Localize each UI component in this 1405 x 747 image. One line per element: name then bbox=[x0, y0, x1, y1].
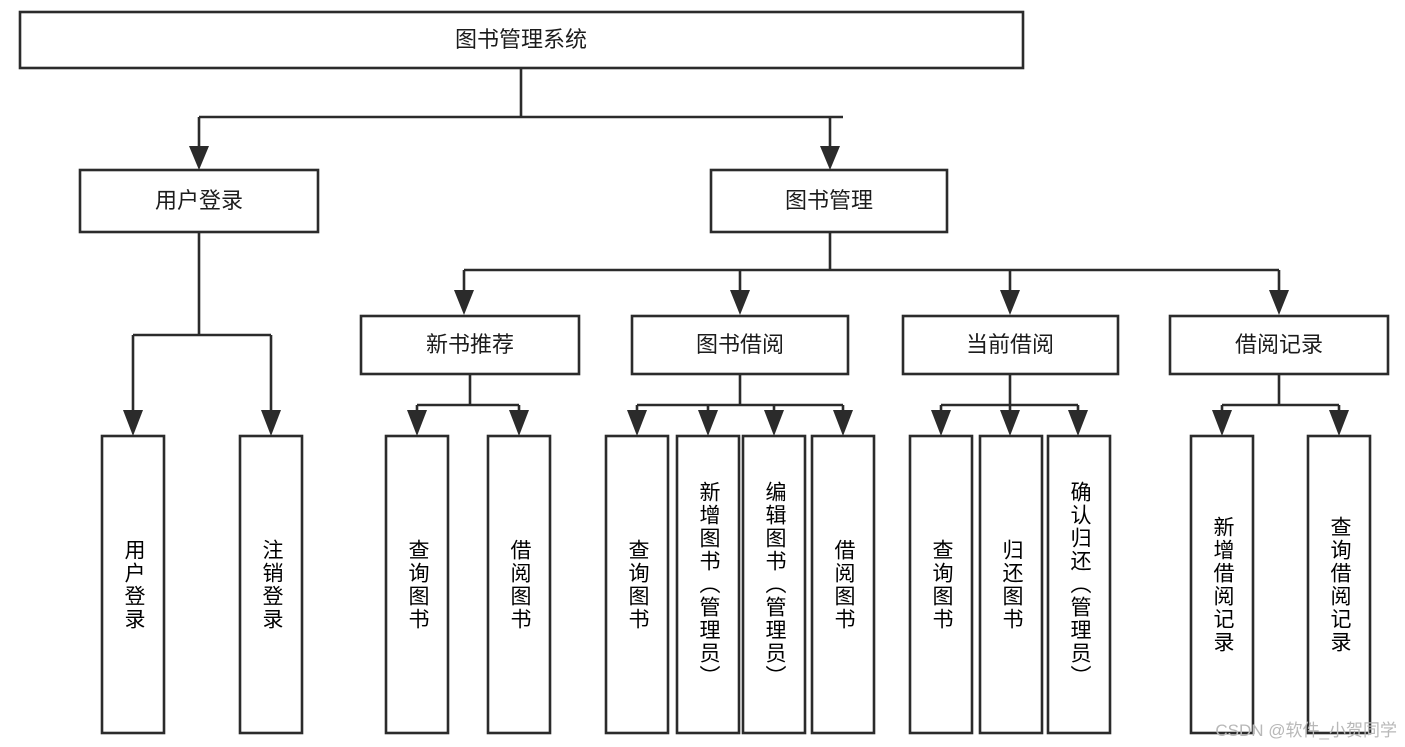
connector-current-borrow-to-leaves bbox=[931, 375, 1088, 436]
node-leaf-query-book-2-label: 查询图书 bbox=[626, 538, 649, 631]
node-leaf-logout-login[interactable]: 注销登录 bbox=[238, 434, 304, 735]
connector-book-borrow-to-leaves bbox=[627, 375, 853, 436]
arrow-head-icon bbox=[1329, 410, 1349, 436]
node-book-borrow-label: 图书借阅 bbox=[696, 332, 784, 357]
node-user-login-label: 用户登录 bbox=[155, 188, 243, 213]
node-leaf-add-record-label: 新增借阅记录 bbox=[1211, 515, 1234, 654]
node-leaf-borrow-book-2-label: 借阅图书 bbox=[832, 538, 855, 631]
arrow-head-icon bbox=[627, 410, 647, 436]
connector-new-book-recommend-to-leaves bbox=[407, 375, 529, 436]
node-leaf-add-record[interactable]: 新增借阅记录 bbox=[1189, 434, 1255, 735]
node-root[interactable]: 图书管理系统 bbox=[18, 10, 1025, 70]
node-book-management-label: 图书管理 bbox=[785, 188, 873, 213]
node-leaf-user-login-label: 用户登录 bbox=[122, 538, 145, 631]
node-leaf-logout-login-label: 注销登录 bbox=[260, 538, 283, 631]
arrow-head-icon bbox=[1212, 410, 1232, 436]
connector-root-to-level2 bbox=[189, 68, 843, 170]
arrow-head-icon bbox=[1068, 410, 1088, 436]
node-leaf-borrow-book-1-label: 借阅图书 bbox=[508, 538, 531, 631]
arrow-head-icon bbox=[509, 410, 529, 436]
node-leaf-query-book-1-label: 查询图书 bbox=[406, 538, 429, 631]
node-leaf-return-book[interactable]: 归还图书 bbox=[978, 434, 1044, 735]
node-leaf-query-record-label: 查询借阅记录 bbox=[1328, 515, 1351, 654]
node-leaf-query-book-3[interactable]: 查询图书 bbox=[908, 434, 974, 735]
csdn-watermark: CSDN @软件_小贺同学 bbox=[1215, 721, 1397, 740]
node-leaf-query-book-3-label: 查询图书 bbox=[930, 538, 953, 631]
node-leaf-query-record[interactable]: 查询借阅记录 bbox=[1306, 434, 1372, 735]
arrow-head-icon bbox=[764, 410, 784, 436]
arrow-head-icon bbox=[407, 410, 427, 436]
arrow-head-icon bbox=[261, 410, 281, 436]
arrow-head-icon bbox=[931, 410, 951, 436]
node-leaf-query-book-2[interactable]: 查询图书 bbox=[604, 434, 670, 735]
node-leaf-query-book-1[interactable]: 查询图书 bbox=[384, 434, 450, 735]
node-root-label: 图书管理系统 bbox=[455, 27, 587, 52]
node-book-management[interactable]: 图书管理 bbox=[709, 168, 949, 234]
arrow-head-icon bbox=[1000, 290, 1020, 315]
arrow-head-icon bbox=[123, 410, 143, 436]
connector-book-management-to-level3 bbox=[454, 232, 1289, 315]
node-new-book-recommend-label: 新书推荐 bbox=[426, 332, 514, 357]
node-leaf-borrow-book-1[interactable]: 借阅图书 bbox=[486, 434, 552, 735]
connector-borrow-record-to-leaves bbox=[1212, 375, 1349, 436]
node-book-borrow[interactable]: 图书借阅 bbox=[630, 314, 850, 376]
node-current-borrow[interactable]: 当前借阅 bbox=[901, 314, 1120, 376]
node-leaf-confirm-return-label: 确认归还（管理员） bbox=[1068, 481, 1091, 688]
arrow-head-icon bbox=[1269, 290, 1289, 315]
node-user-login[interactable]: 用户登录 bbox=[78, 168, 320, 234]
node-leaf-user-login[interactable]: 用户登录 bbox=[100, 434, 166, 735]
arrow-head-icon bbox=[454, 290, 474, 315]
arrow-head-icon bbox=[730, 290, 750, 315]
node-leaf-return-book-label: 归还图书 bbox=[1000, 538, 1023, 631]
node-borrow-record[interactable]: 借阅记录 bbox=[1168, 314, 1390, 376]
arrow-head-icon bbox=[698, 410, 718, 436]
node-leaf-edit-book-label: 编辑图书（管理员） bbox=[763, 481, 786, 688]
node-borrow-record-label: 借阅记录 bbox=[1235, 332, 1323, 357]
node-leaf-borrow-book-2[interactable]: 借阅图书 bbox=[810, 434, 876, 735]
node-current-borrow-label: 当前借阅 bbox=[966, 332, 1054, 357]
node-new-book-recommend[interactable]: 新书推荐 bbox=[359, 314, 581, 376]
node-leaf-add-book[interactable]: 新增图书（管理员） bbox=[675, 434, 741, 735]
connector-user-login-to-leaves bbox=[123, 232, 281, 436]
arrow-head-icon bbox=[833, 410, 853, 436]
arrow-head-icon bbox=[189, 146, 209, 170]
node-leaf-add-book-label: 新增图书（管理员） bbox=[697, 481, 720, 688]
node-leaf-confirm-return[interactable]: 确认归还（管理员） bbox=[1046, 434, 1112, 735]
arrow-head-icon bbox=[1000, 410, 1020, 436]
arrow-head-icon bbox=[820, 146, 840, 170]
node-leaf-edit-book[interactable]: 编辑图书（管理员） bbox=[741, 434, 807, 735]
